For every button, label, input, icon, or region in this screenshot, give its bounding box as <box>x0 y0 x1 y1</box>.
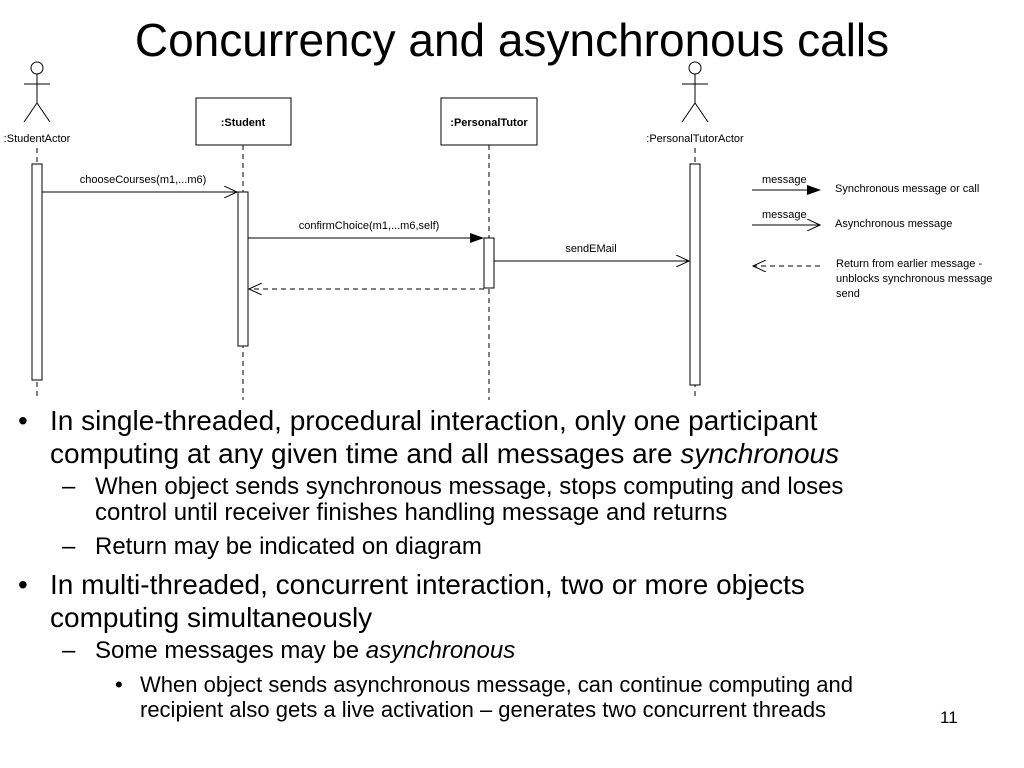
message-choosecourses-label: chooseCourses(m1,...m6) <box>80 174 207 186</box>
subbullet-text-line: Some messages may be asynchronous <box>95 638 1024 664</box>
bullet-multi-threaded: • In multi-threaded, concurrent interact… <box>0 568 1024 634</box>
subsubbullet-text-line: When object sends asynchronous message, … <box>140 672 853 697</box>
bullet-single-threaded: • In single-threaded, procedural interac… <box>0 404 1024 470</box>
legend-sync-arrow-label: message <box>762 174 807 186</box>
bullet-text-line: In multi-threaded, concurrent interactio… <box>50 569 805 600</box>
subbullet-text-line: When object sends synchronous message, s… <box>95 473 844 500</box>
subbullet-asynchronous: – Some messages may be asynchronous <box>0 638 1024 664</box>
bullet-marker: • <box>18 405 28 436</box>
student-actor-label: :StudentActor <box>4 133 71 145</box>
subbullet-text-line: control until receiver finishes handling… <box>95 499 728 526</box>
student-object-box <box>195 97 292 146</box>
bullet-marker: • <box>18 569 28 600</box>
personaltutor-actor-activation <box>689 163 701 386</box>
personaltutor-object-label: :PersonalTutor <box>450 117 528 129</box>
page-number: 11 <box>940 708 958 727</box>
student-actor-head <box>30 61 44 75</box>
legend-return-description-line3: send <box>836 288 860 300</box>
subsubbullet-async-continue: • When object sends asynchronous message… <box>0 672 1024 722</box>
legend-sync-description: Synchronous message or call <box>835 183 979 195</box>
bullet-text-line: In single-threaded, procedural interacti… <box>50 405 818 436</box>
bullet-text-line: computing simultaneously <box>50 602 373 633</box>
student-actor-activation <box>31 163 43 381</box>
legend-async-arrow-label: message <box>762 209 807 221</box>
sequence-diagram: :StudentActor :Student :PersonalTutor :P… <box>4 61 993 400</box>
student-object-label: :Student <box>221 117 266 129</box>
subbullet-text-line: Return may be indicated on diagram <box>95 533 482 560</box>
student-activation <box>237 191 249 347</box>
subbullet-text-italic: asynchronous <box>365 637 516 664</box>
personaltutor-actor-label: :PersonalTutorActor <box>646 133 744 145</box>
message-confirmchoice-label: confirmChoice(m1,...m6,self) <box>299 220 440 232</box>
legend-async-description: Asynchronous message <box>835 218 952 230</box>
bullet-list: • In single-threaded, procedural interac… <box>0 404 1024 722</box>
legend: message Synchronous message or call mess… <box>752 174 993 300</box>
bullet-text-plain: computing at any given time and all mess… <box>50 438 681 469</box>
personaltutor-actor <box>681 61 709 123</box>
dash-marker: – <box>62 473 76 500</box>
message-sendemail-label: sendEMail <box>565 243 616 255</box>
bullet-text-italic: synchronous <box>680 438 840 469</box>
subsubbullet-text-line: recipient also gets a live activation – … <box>140 697 827 722</box>
legend-return-description-line1: Return from earlier message - <box>836 258 982 270</box>
subbullet-return-indicated: – Return may be indicated on diagram <box>0 534 1024 560</box>
student-actor <box>23 61 51 123</box>
subbullet-synchronous-stops: – When object sends synchronous message,… <box>0 474 1024 526</box>
bullet-marker: • <box>115 672 123 697</box>
dash-marker: – <box>62 637 76 664</box>
subbullet-text-plain: Some messages may be <box>95 637 366 664</box>
dash-marker: – <box>62 533 76 560</box>
slide-title: Concurrency and asynchronous calls <box>134 14 890 66</box>
personaltutor-object-box <box>440 97 538 146</box>
legend-return-description-line2: unblocks synchronous message <box>836 273 993 285</box>
personaltutor-actor-head <box>688 61 702 75</box>
personaltutor-activation <box>483 237 495 289</box>
bullet-text-line: computing at any given time and all mess… <box>50 437 1024 470</box>
